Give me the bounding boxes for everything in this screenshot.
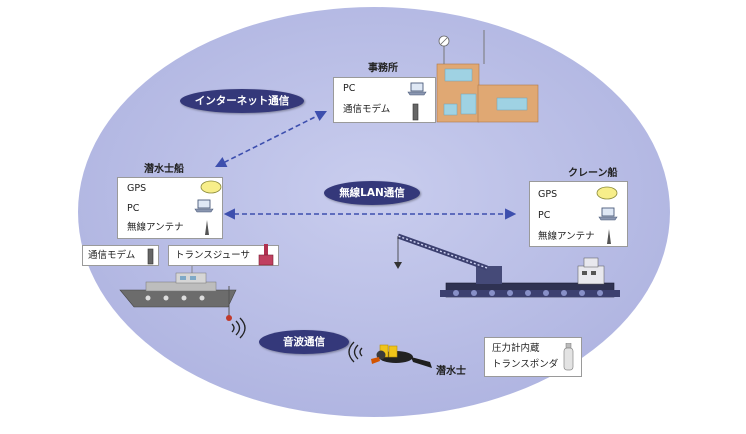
internet-link-text: インターネット通信 [194,95,290,107]
office-title: 事務所 [368,63,398,74]
gps-icon [200,180,222,194]
satellite-dish-icon [438,35,450,47]
modem-icon [147,248,154,265]
antenna-icon [205,220,209,235]
diver-title: 潜水士 [436,366,466,377]
transponder-icon [563,343,574,371]
office-equipment-box: PC 通信モデム [333,77,436,123]
crane-boat-row-antenna: 無線アンテナ [538,231,595,242]
sound-wave-icon [231,317,246,339]
diver-boat-transducer-box: トランスジューサ [168,244,279,266]
diver-device-row-transponder: トランスポンダ [492,359,559,370]
diver-sound-wave-icon [348,341,363,363]
diver-boat-row-gps: GPS [127,183,147,194]
diver-boat-equipment-box: GPS PC 無線アンテナ [117,177,223,239]
wireless-lan-link-text: 無線LAN通信 [339,187,405,199]
crane-boat-row-gps: GPS [538,189,558,200]
wireless-lan-link-label: 無線LAN通信 [324,181,420,205]
laptop-icon [598,207,618,221]
diver-boat-illustration [119,263,237,321]
internet-link-arrow [214,110,328,168]
diver-boat-modem-label: 通信モデム [88,250,136,261]
diver-illustration [371,344,432,368]
diver-boat-title: 潜水士船 [144,164,184,175]
internet-link-label: インターネット通信 [180,89,304,113]
gps-icon [596,186,618,200]
office-building [436,30,539,123]
laptop-icon [194,199,214,213]
transducer-icon [258,244,274,266]
crane-boat-title: クレーン船 [568,168,618,179]
laptop-icon [407,82,427,96]
office-row-pc: PC [343,83,356,94]
crane-boat-row-pc: PC [538,210,551,221]
crane-boat-illustration [394,233,620,298]
acoustic-link-text: 音波通信 [283,336,325,348]
crane-boat-equipment-box: GPS PC 無線アンテナ [529,181,628,247]
diver-boat-modem-box: 通信モデム [82,245,159,266]
diver-device-row-pressure: 圧力計内蔵 [492,343,540,354]
diver-boat-row-antenna: 無線アンテナ [127,222,184,233]
modem-icon [412,103,419,121]
acoustic-link-label: 音波通信 [259,330,349,354]
diver-boat-row-pc: PC [127,203,140,214]
office-row-modem: 通信モデム [343,104,391,115]
diver-transponder-box: 圧力計内蔵 トランスポンダ [484,337,582,377]
diver-boat-transducer-label: トランスジューサ [175,250,250,261]
antenna-icon [607,229,611,244]
